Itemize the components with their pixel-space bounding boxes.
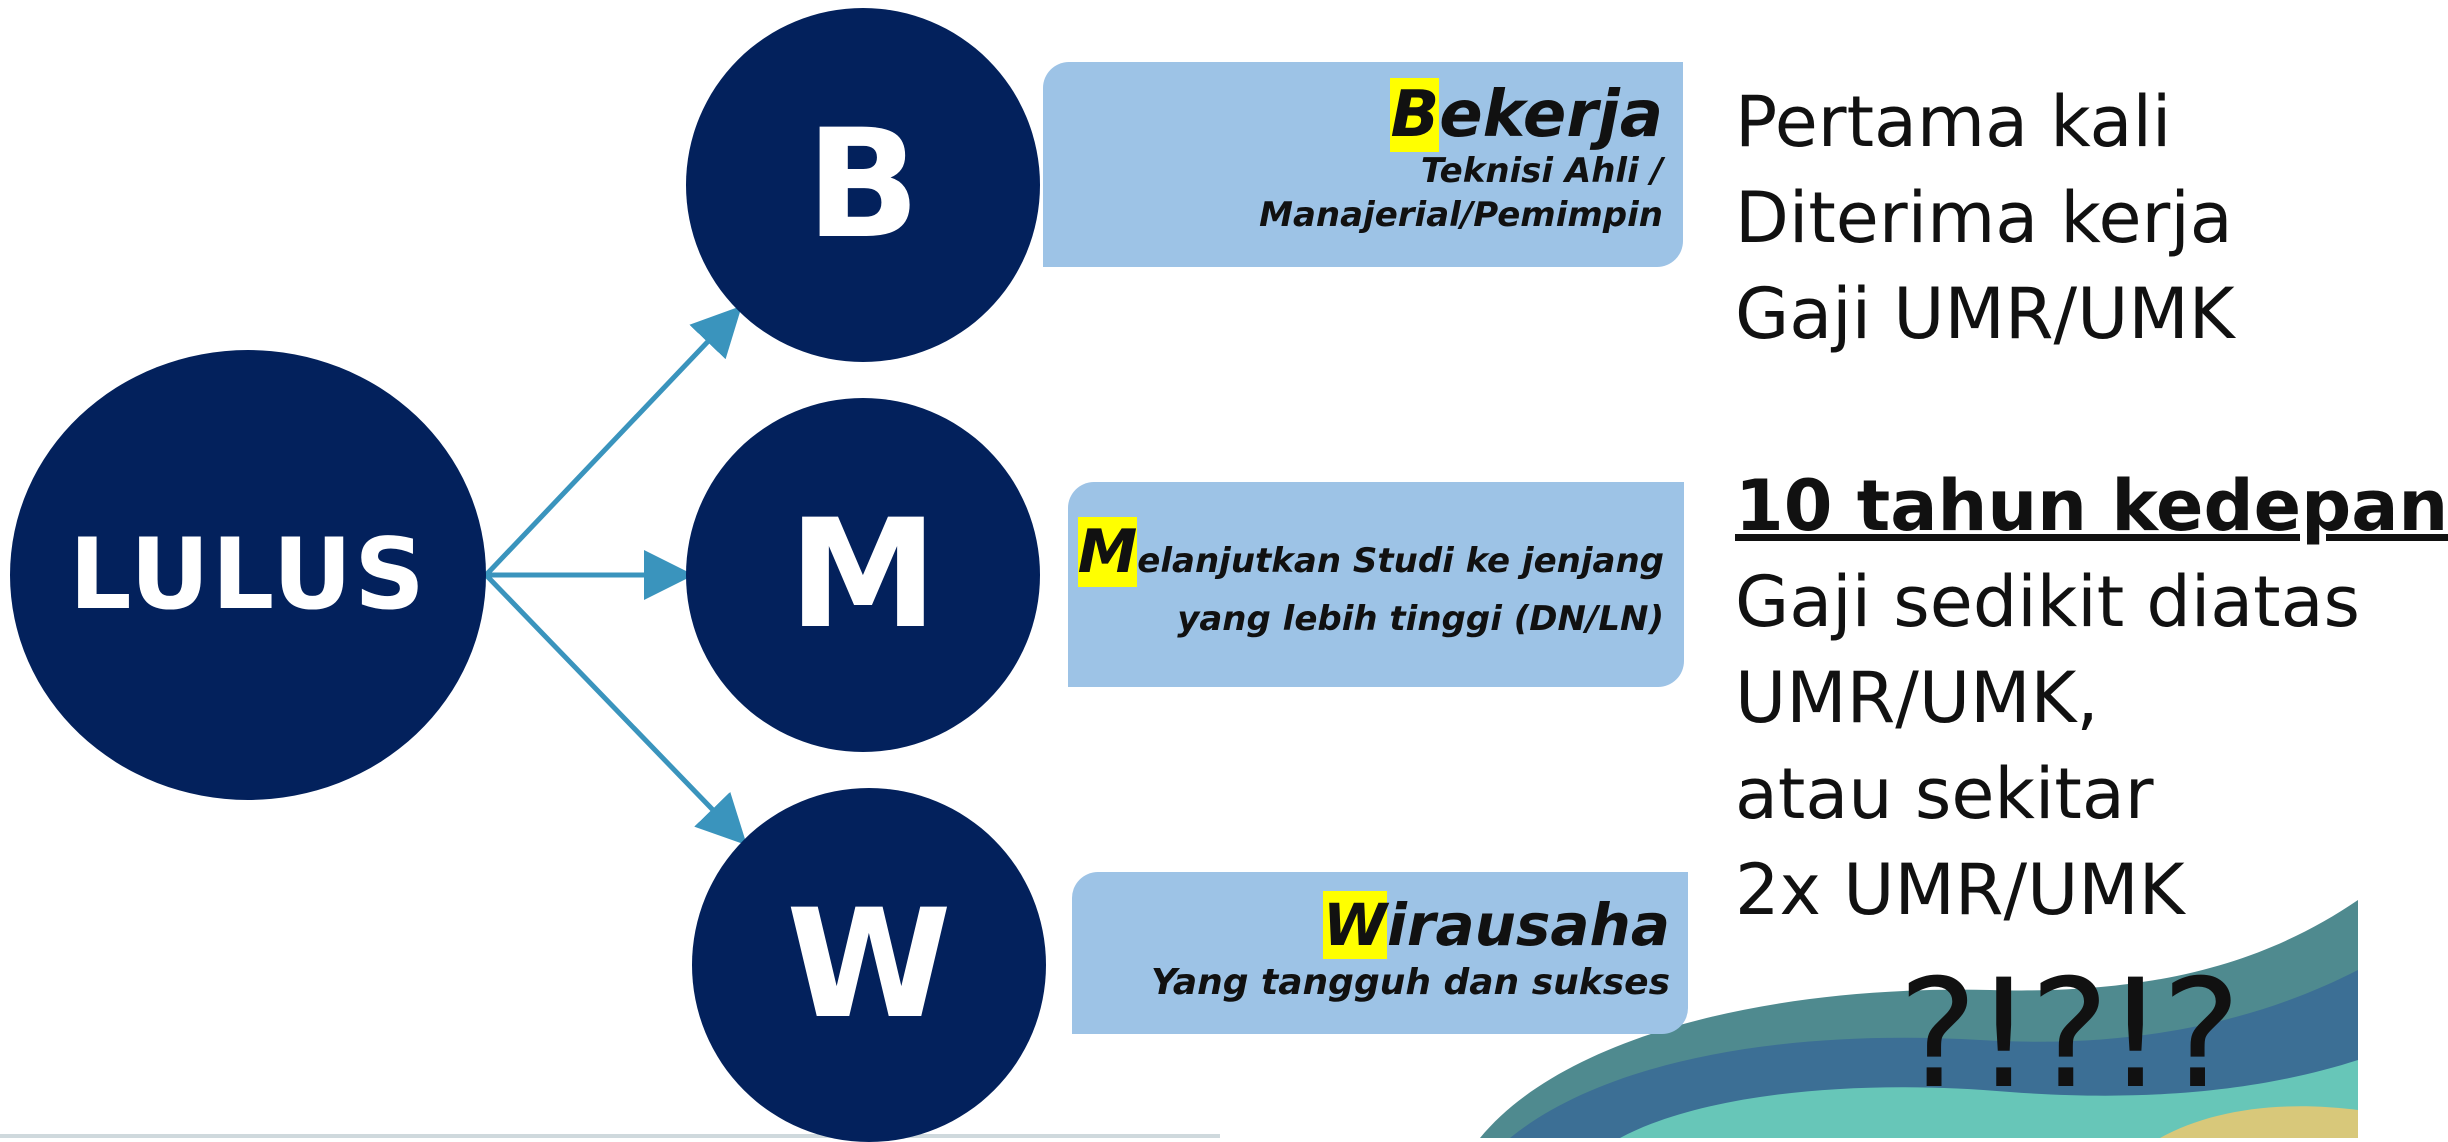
first-job-text: Pertama kali Diterima kerja Gaji UMR/UMK [1735, 74, 2235, 362]
text-line: atau sekitar [1735, 753, 2154, 835]
title-rest: irausaha [1386, 891, 1670, 959]
text-line: Gaji UMR/UMK [1735, 273, 2235, 355]
wirausaha-box: Wirausaha Yang tangguh dan sukses [1072, 872, 1688, 1034]
highlight-initial: M [1077, 517, 1138, 587]
arrow-to-w [484, 573, 747, 846]
text-line: Diterima kerja [1735, 177, 2233, 259]
branch-node-w: W [692, 788, 1046, 1142]
bekerja-box: Bekerja Teknisi Ahli / Manajerial/Pemimp… [1043, 62, 1683, 267]
branch-letter: B [805, 98, 921, 272]
bekerja-subtitle-line1: Teknisi Ahli / [1420, 151, 1663, 192]
text-line: Gaji sedikit diatas [1735, 561, 2360, 643]
bekerja-title: Bekerja [1043, 78, 1663, 152]
title-rest: elanjutkan Studi ke jenjang [1137, 541, 1664, 581]
text-line: 2x UMR/UMK [1735, 849, 2185, 931]
question-marks: ?!?!? [1898, 948, 2241, 1122]
branch-node-b: B [686, 8, 1040, 362]
root-label: LULUS [69, 518, 427, 632]
branch-node-m: M [686, 398, 1040, 752]
melanjutkan-title: Melanjutkan Studi ke jenjang [1068, 507, 1664, 597]
text-line: UMR/UMK, [1735, 657, 2099, 739]
branch-letter: W [786, 878, 952, 1052]
highlight-initial: W [1323, 891, 1387, 959]
connector-arrows [484, 305, 747, 846]
bekerja-subtitle-line2: Manajerial/Pemimpin [1259, 194, 1663, 235]
melanjutkan-subtitle: yang lebih tinggi (DN/LN) [1177, 599, 1664, 639]
highlight-initial: B [1390, 78, 1440, 152]
branch-letter: M [788, 488, 938, 662]
ten-years-heading: 10 tahun kedepan [1735, 465, 2448, 547]
title-rest: ekerja [1439, 78, 1663, 152]
melanjutkan-box: Melanjutkan Studi ke jenjang yang lebih … [1068, 482, 1684, 687]
arrow-to-b [484, 305, 742, 577]
text-line: Pertama kali [1735, 81, 2172, 163]
wirausaha-subtitle: Yang tangguh dan sukses [1151, 961, 1670, 1003]
background-wave-decoration [0, 900, 2358, 1138]
wirausaha-title: Wirausaha [1072, 891, 1670, 959]
ten-years-text: 10 tahun kedepan Gaji sedikit diatas UMR… [1735, 458, 2448, 938]
root-node-lulus: LULUS [10, 350, 486, 800]
